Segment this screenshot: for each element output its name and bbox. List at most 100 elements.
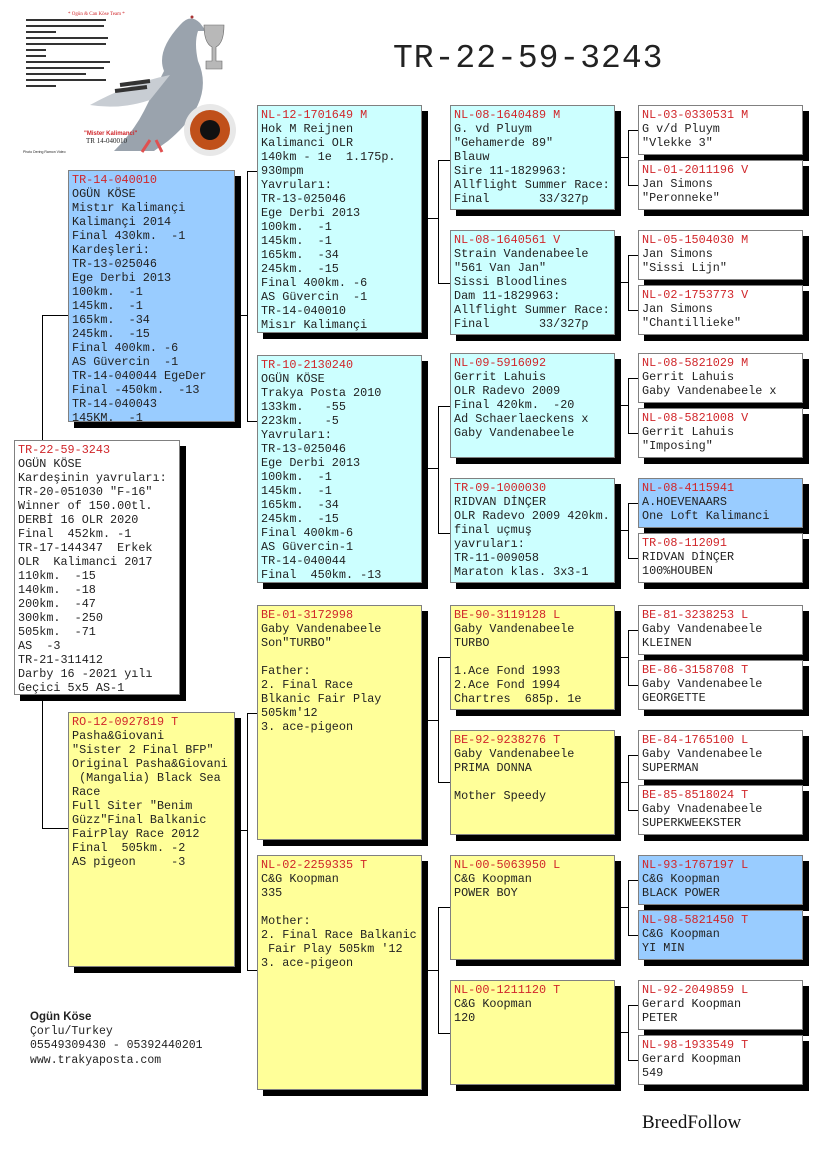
- pigeon-info-line: Ege Derbi 2013: [72, 271, 172, 285]
- pigeon-info-line: 165km. -34: [261, 248, 339, 262]
- pigeon-info-line: Final -450km. -13: [72, 383, 200, 397]
- pigeon-info-line: OLR Radevo 2009 420km.: [454, 509, 610, 523]
- pigeon-info-line: Darby 16 -2021 yılı: [18, 667, 153, 681]
- connector-line: [628, 310, 638, 311]
- ring-number: NL-08-5821029 M: [642, 356, 749, 370]
- connector-line: [628, 1060, 638, 1061]
- pigeon-info-line: AS pigeon -3: [72, 855, 186, 869]
- connector-line: [628, 630, 629, 685]
- pigeon-info-line: KLEINEN: [642, 636, 692, 650]
- pigeon-info-line: Pasha&Giovani: [72, 729, 165, 743]
- pigeon-info-line: Geçici 5x5 AS-1: [18, 681, 125, 695]
- connector-line: [615, 782, 628, 783]
- pigeon-info-line: One Loft Kalimanci: [642, 509, 770, 523]
- pigeon-info-line: 3. ace-pigeon: [261, 956, 354, 970]
- pigeon-info-line: Hok M Reijnen: [261, 122, 354, 136]
- connector-line: [247, 171, 257, 172]
- connector-line: [438, 533, 450, 534]
- pigeon-info-line: TR-14-040044 EgeDer: [72, 369, 207, 383]
- pigeon-info-line: AS -3: [18, 639, 61, 653]
- connector-line: [247, 713, 257, 714]
- pigeon-info-line: 120: [454, 1011, 476, 1025]
- pigeon-info-line: TR-14-040043: [72, 397, 157, 411]
- pigeon-info-line: Mother:: [261, 914, 311, 928]
- pigeon-info-line: [261, 900, 418, 914]
- pigeon-info-line: Mistır Kalimançi: [72, 201, 186, 215]
- pigeon-info-line: Blkanic Fair Play: [261, 692, 382, 706]
- pigeon-info-line: Final 400km. -6: [261, 276, 368, 290]
- pigeon-info-line: Original Pasha&Giovani: [72, 757, 228, 771]
- breeder-website[interactable]: www.trakyaposta.com: [30, 1053, 162, 1067]
- connector-line: [628, 185, 638, 186]
- pigeon-info-line: Final 450km. -13: [261, 568, 382, 582]
- ring-number: NL-02-2259335 T: [261, 858, 368, 872]
- pigeon-info-line: RIDVAN DİNÇER: [454, 495, 547, 509]
- pigeon-info-line: AS Güvercin-1: [261, 540, 354, 554]
- connector-line: [615, 530, 628, 531]
- ring-number: NL-08-1640489 M: [454, 108, 561, 122]
- connector-line: [628, 378, 629, 433]
- pigeon-info-line: OLR Radevo 2009: [454, 384, 561, 398]
- pigeon-info-line: 145km. -1: [261, 234, 332, 248]
- connector-line: [615, 405, 628, 406]
- photo-caption-ring: TR 14-040010: [86, 137, 128, 145]
- pigeon-info-line: Final 505km. -2: [72, 841, 186, 855]
- pigeon-info-line: Sissi Bloodlines: [454, 275, 568, 289]
- pigeon-info-line: Mother Speedy: [454, 789, 547, 803]
- pigeon-info-line: BLACK POWER: [642, 886, 720, 900]
- pigeon-info-line: FairPlay Race 2012: [72, 827, 200, 841]
- pigeon-info-line: Sire 11-1829963:: [454, 164, 568, 178]
- pigeon-info-line: G. vd Pluym: [454, 122, 532, 136]
- connector-line: [628, 130, 629, 185]
- pigeon-info-line: Gaby Vandenabeele: [454, 426, 575, 440]
- ring-number: NL-98-1933549 T: [642, 1038, 749, 1052]
- pigeon-info-line: 140km. -18: [18, 583, 96, 597]
- pigeon-info-line: Allflight Summer Race:: [454, 178, 610, 192]
- pigeon-info-line: POWER BOY: [454, 886, 518, 900]
- pigeon-info-line: Winner of 150.00tl.: [18, 499, 153, 513]
- ring-number: TR-10-2130240: [261, 358, 354, 372]
- connector-line: [422, 468, 438, 469]
- connector-line: [628, 255, 638, 256]
- pigeon-info-line: Gaby Vandenabeele: [642, 622, 763, 636]
- pigeon-info-line: 140km - 1e 1.175p.: [261, 150, 396, 164]
- pigeon-info-line: 245km. -15: [261, 262, 339, 276]
- ring-number: NL-08-1640561 V: [454, 233, 561, 247]
- connector-line: [438, 1033, 450, 1034]
- pigeon-info-line: Jan Simons: [642, 177, 713, 191]
- connector-line: [628, 755, 629, 810]
- ring-number: BE-85-8518024 T: [642, 788, 749, 802]
- pigeon-info-line: Son"TURBO": [261, 636, 332, 650]
